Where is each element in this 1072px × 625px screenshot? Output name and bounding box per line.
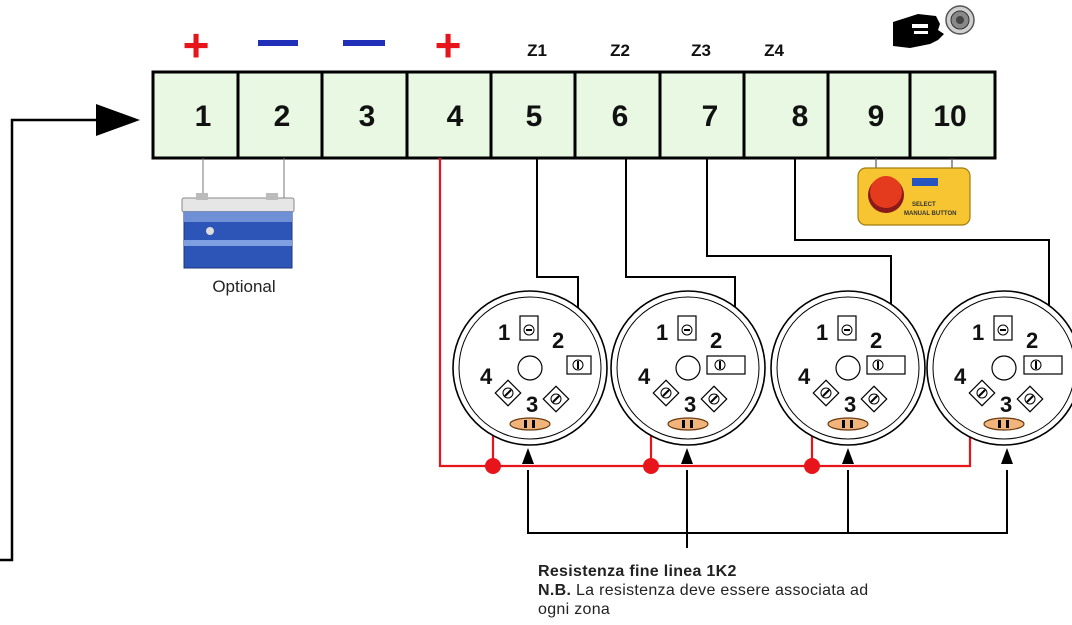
terminal-6: 6	[612, 100, 629, 133]
detector-3-terminal-4: 4	[798, 364, 811, 389]
manual-call-point-icon: SELECT MANUAL BUTTON	[857, 167, 971, 226]
detector-3-terminal-1: 1	[816, 320, 828, 345]
smoke-detector-base-icon: 1 2 3 4	[452, 290, 608, 446]
terminal-10: 10	[933, 100, 966, 133]
detector-2-terminal-4: 4	[638, 364, 651, 389]
detector-2-terminal-1: 1	[656, 320, 668, 345]
smoke-detector-base-icon: 1 2 3 4	[926, 290, 1072, 446]
minus-symbol-2	[258, 40, 298, 46]
zone-label-z4: Z4	[764, 41, 784, 60]
input-arrow	[0, 104, 140, 562]
junction-dot-1	[485, 458, 501, 474]
smoke-detector-base-icon: 1 2 3 4	[770, 290, 926, 446]
terminal-5: 5	[526, 100, 543, 133]
note-text: La resistenza deve essere associata ad	[575, 582, 869, 599]
plus-symbol-1: +	[183, 19, 210, 71]
terminal-2: 2	[274, 100, 291, 133]
detector-1-terminal-2: 2	[552, 328, 564, 353]
note-nb: N.B.	[538, 582, 572, 599]
terminal-9: 9	[868, 100, 885, 133]
battery-icon	[181, 193, 295, 269]
detector-1-terminal-4: 4	[480, 364, 493, 389]
terminal-block: 1 2 3 4 5 6 7 8 9 10	[151, 70, 997, 160]
detector-3-terminal-2: 2	[870, 328, 882, 353]
detector-1-terminal-1: 1	[498, 320, 510, 345]
detector-1-terminal-3: 3	[526, 392, 538, 417]
manual-button-text-2: MANUAL BUTTON	[904, 211, 956, 217]
terminal-7: 7	[702, 100, 719, 133]
detector-2-terminal-2: 2	[710, 328, 722, 353]
junction-dot-3	[804, 458, 820, 474]
terminal-8: 8	[792, 100, 809, 133]
plus-symbol-4: +	[435, 19, 462, 71]
detector-3-terminal-3: 3	[844, 392, 856, 417]
terminal-1: 1	[195, 100, 212, 133]
terminal-4: 4	[447, 100, 464, 133]
note-title: Resistenza fine linea 1K2	[538, 563, 737, 580]
minus-symbol-3	[343, 40, 385, 46]
detector-4-terminal-2: 2	[1026, 328, 1038, 353]
zone-label-z3: Z3	[691, 41, 711, 60]
note-text-2: ogni zona	[538, 601, 611, 618]
hand-press-icon	[893, 5, 975, 48]
junction-dot-2	[643, 458, 659, 474]
end-of-line-note: Resistenza fine linea 1K2 N.B. La resist…	[538, 562, 1018, 619]
manual-button-text-1: SELECT	[912, 202, 936, 208]
detector-4-terminal-1: 1	[972, 320, 984, 345]
terminal-3: 3	[359, 100, 376, 133]
battery-optional-label: Optional	[212, 277, 275, 296]
zone-label-z1: Z1	[527, 41, 547, 60]
zone-label-z2: Z2	[610, 41, 630, 60]
detector-2-terminal-3: 3	[684, 392, 696, 417]
smoke-detector-base-icon: 1 2 3 4	[610, 290, 766, 446]
detector-4-terminal-3: 3	[1000, 392, 1012, 417]
end-of-line-bus	[522, 448, 1013, 548]
detector-4-terminal-4: 4	[954, 364, 967, 389]
zone-wire-z4	[794, 158, 1050, 366]
